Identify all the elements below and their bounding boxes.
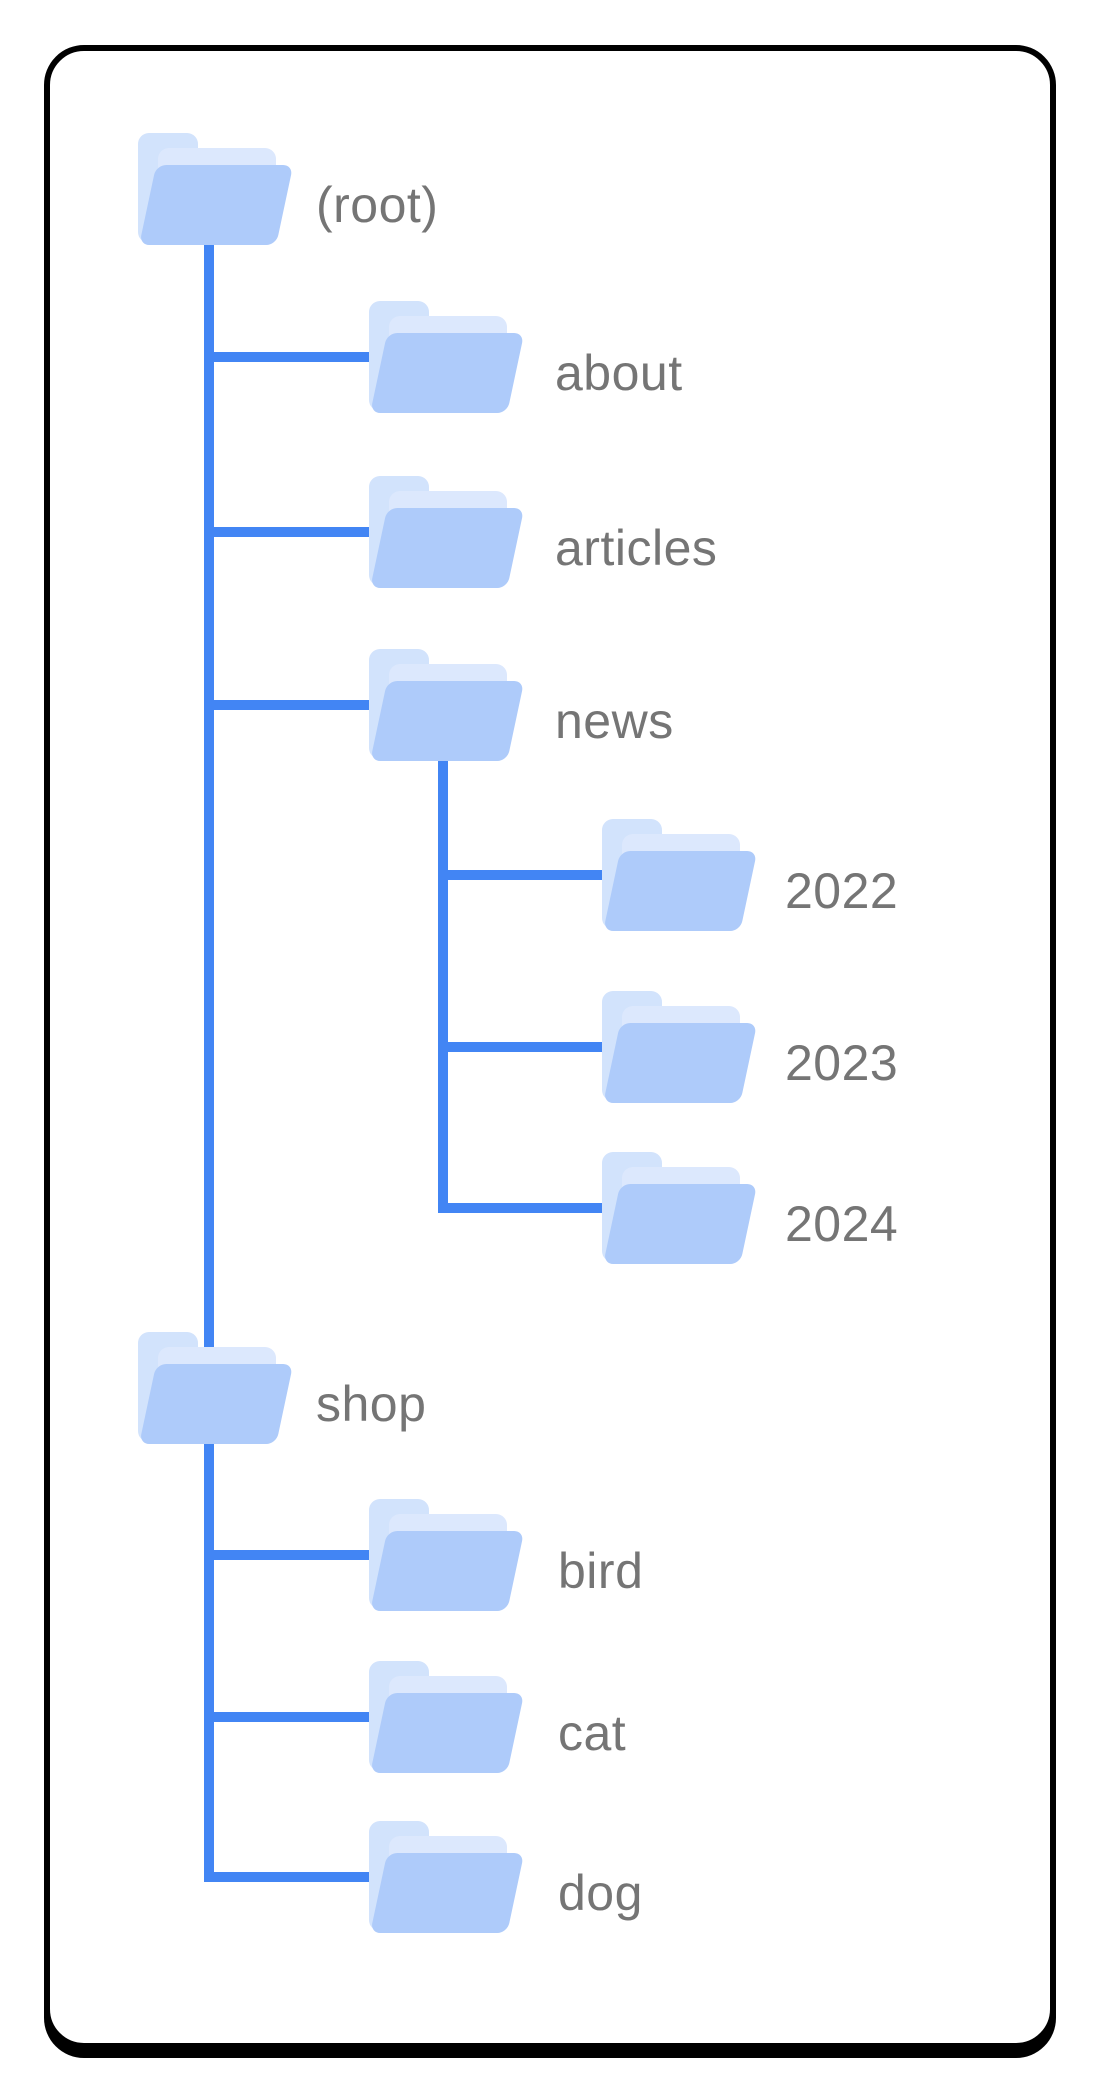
folder-news — [369, 649, 525, 761]
folder-label-y2023: 2023 — [785, 1035, 899, 1091]
folder-icon-svg — [138, 133, 292, 245]
folder-articles — [369, 476, 525, 588]
connector-branch-cat — [204, 1712, 376, 1722]
folder-label-shop: shop — [316, 1376, 427, 1432]
connector-branch-dog — [204, 1872, 376, 1882]
folder-shop — [138, 1332, 294, 1444]
folder-label-about: about — [555, 345, 683, 401]
connector-branch-articles — [204, 527, 376, 537]
folder-icon-svg — [369, 1661, 523, 1773]
folder-label-news: news — [555, 693, 674, 749]
folder-cat — [369, 1661, 525, 1773]
folder-label-bird: bird — [558, 1543, 644, 1599]
folder-label-cat: cat — [558, 1705, 627, 1761]
folder-label-y2022: 2022 — [785, 863, 899, 919]
folder-icon-svg — [369, 1821, 523, 1933]
folder-y2023 — [602, 991, 758, 1103]
folder-label-articles: articles — [555, 520, 718, 576]
folder-icon-svg — [602, 819, 756, 931]
folder-icon-svg — [369, 1499, 523, 1611]
folder-dog — [369, 1821, 525, 1933]
connector-branch-2023 — [438, 1042, 609, 1052]
folder-icon-svg — [602, 1152, 756, 1264]
folder-icon-svg — [369, 301, 523, 413]
connector-trunk-root — [204, 243, 214, 1882]
folder-icon-svg — [369, 476, 523, 588]
folder-y2022 — [602, 819, 758, 931]
folder-y2024 — [602, 1152, 758, 1264]
connector-branch-bird — [204, 1550, 376, 1560]
folder-label-root: (root) — [316, 177, 439, 233]
connector-branch-2024 — [438, 1203, 609, 1213]
connector-branch-about — [204, 352, 376, 362]
folder-root — [138, 133, 294, 245]
folder-about — [369, 301, 525, 413]
connector-branch-2022 — [438, 870, 609, 880]
connector-trunk-news — [438, 755, 448, 1213]
connector-branch-news — [204, 700, 376, 710]
folder-icon-svg — [602, 991, 756, 1103]
folder-icon-svg — [369, 649, 523, 761]
folder-label-y2024: 2024 — [785, 1196, 899, 1252]
folder-icon-svg — [138, 1332, 292, 1444]
folder-bird — [369, 1499, 525, 1611]
folder-label-dog: dog — [558, 1865, 643, 1921]
